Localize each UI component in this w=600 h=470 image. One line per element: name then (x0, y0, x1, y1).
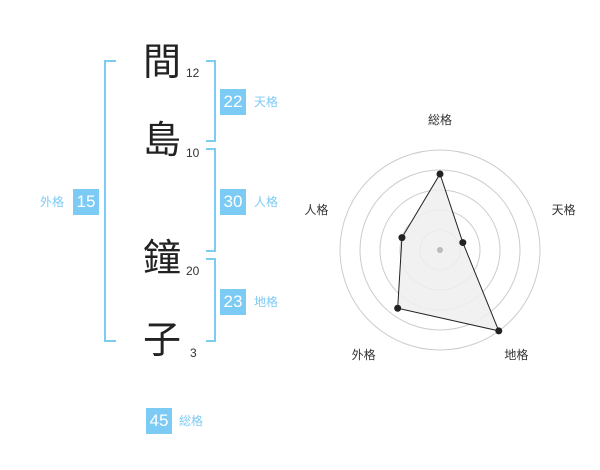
soukaku-badge: 45 (146, 408, 172, 434)
tenkaku-bracket (206, 60, 216, 142)
jinkaku-label: 人格 (254, 195, 279, 209)
name-char-2: 島 (142, 118, 181, 162)
tenkaku-label: 天格 (254, 95, 279, 109)
radar-data-point (495, 327, 503, 335)
radar-axis-label: 人格 (304, 202, 328, 217)
chikaku-badge: 23 (220, 289, 246, 315)
chikaku-label: 地格 (254, 295, 279, 309)
gaikaku-label: 外格 (40, 195, 65, 209)
tenkaku-badge: 22 (220, 89, 246, 115)
radar-center-dot (437, 247, 443, 253)
radar-axis-label: 外格 (352, 347, 376, 362)
radar-axis-label: 地格 (504, 347, 528, 362)
name-char-1: 間 (142, 40, 181, 84)
jinkaku-badge: 30 (220, 189, 246, 215)
stroke-count-3: 20 (186, 264, 200, 278)
name-char-3: 鐘 (142, 236, 181, 280)
radar-axis-label: 総格 (428, 112, 452, 127)
radar-axis-label: 天格 (552, 202, 576, 217)
stroke-count-1: 12 (186, 66, 200, 80)
gaikaku-bracket (104, 60, 116, 342)
stroke-count-2: 10 (186, 146, 200, 160)
radar-data-area (397, 172, 500, 332)
radar-data-point (394, 304, 402, 312)
jinkaku-bracket (206, 148, 216, 252)
stroke-count-4: 3 (190, 346, 197, 360)
gaikaku-badge: 15 (73, 189, 99, 215)
soukaku-label: 総格 (179, 414, 204, 428)
radar-data-point (398, 234, 406, 242)
radar-grid-ring (339, 149, 541, 351)
radar-grid-ring (359, 169, 521, 331)
name-char-4: 子 (142, 318, 181, 362)
radar-data-point (436, 170, 444, 178)
chikaku-bracket (206, 258, 216, 342)
radar-data-point (459, 239, 467, 247)
